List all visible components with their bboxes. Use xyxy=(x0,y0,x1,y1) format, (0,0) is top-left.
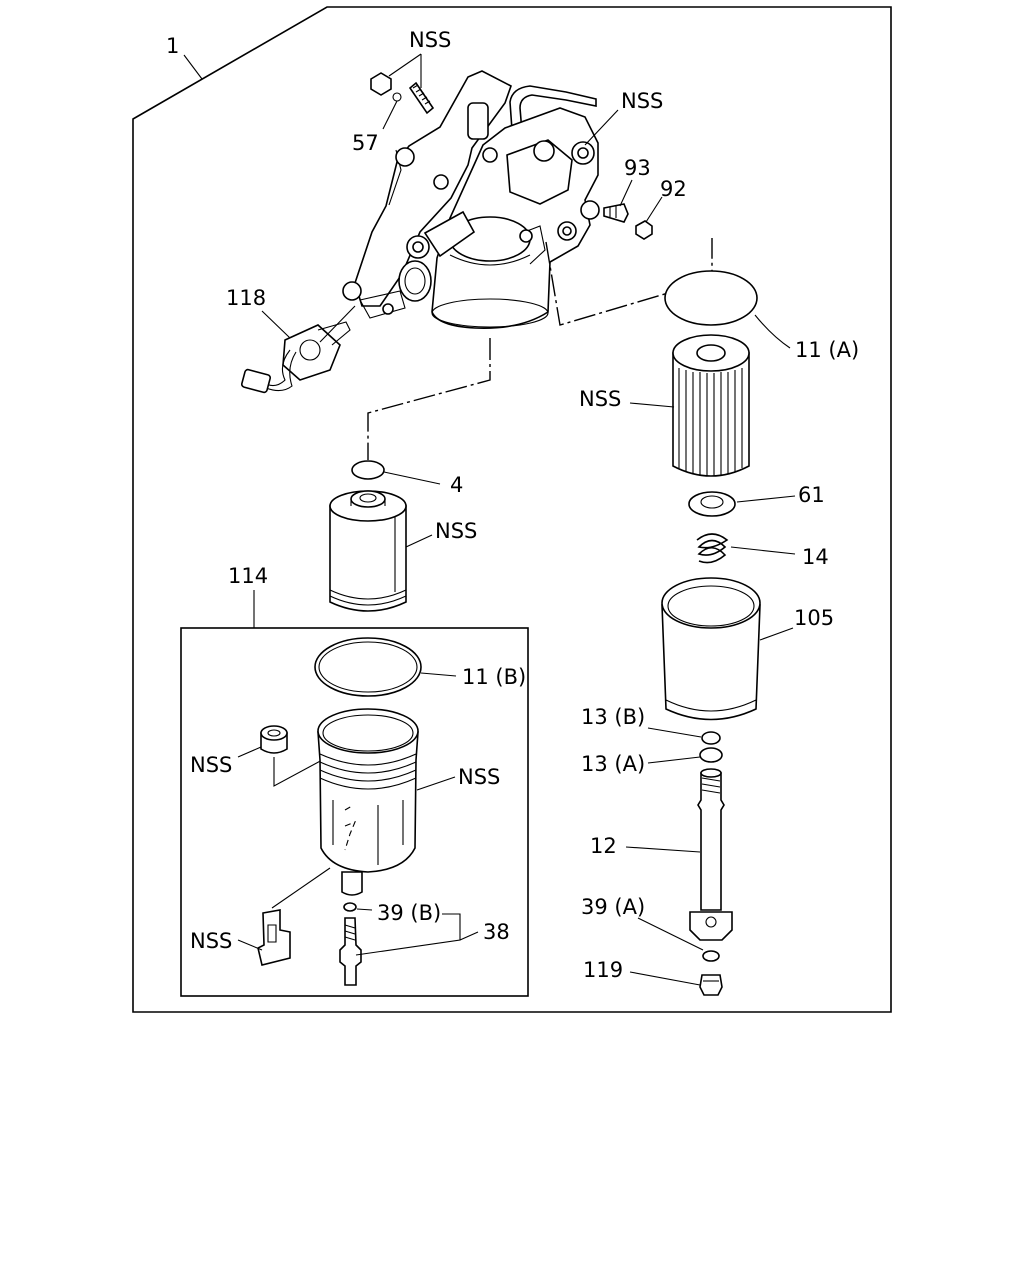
leader-nss-head xyxy=(584,109,619,146)
label-1: 1 xyxy=(166,34,179,58)
sensor-link xyxy=(271,867,331,909)
label-118: 118 xyxy=(226,286,266,310)
label-61: 61 xyxy=(798,483,825,507)
label-13a: 13 (A) xyxy=(581,752,645,776)
filter-head xyxy=(342,70,600,329)
leader-105 xyxy=(759,627,794,641)
label-11b: 11 (B) xyxy=(462,665,526,689)
cap-92 xyxy=(635,220,653,240)
sensor-harness-118 xyxy=(240,305,356,394)
leader-13a xyxy=(647,756,701,764)
label-39b: 39 (B) xyxy=(377,901,441,925)
o-ring-13a xyxy=(699,747,723,763)
label-92: 92 xyxy=(660,177,687,201)
nut-nss xyxy=(370,72,392,96)
leader-119 xyxy=(629,971,701,986)
filter-element-right xyxy=(672,334,750,477)
washer-39a xyxy=(702,950,720,962)
label-57: 57 xyxy=(352,131,379,155)
leader-4 xyxy=(383,471,441,485)
leader-1 xyxy=(183,54,203,80)
label-119: 119 xyxy=(583,958,623,982)
label-14: 14 xyxy=(802,545,829,569)
center-bolt-12 xyxy=(689,768,733,941)
leader-nss-elem-r xyxy=(629,402,675,408)
label-39a: 39 (A) xyxy=(581,895,645,919)
leader-nss-top-a xyxy=(388,53,422,77)
leader-92 xyxy=(645,196,663,223)
centerline-left xyxy=(367,338,491,460)
label-11a: 11 (A) xyxy=(795,338,859,362)
label-nss-head: NSS xyxy=(621,89,663,113)
leader-nss-sensor xyxy=(237,939,263,951)
plug-119 xyxy=(699,974,723,996)
sediment-bowl-nss xyxy=(317,708,419,896)
label-13b: 13 (B) xyxy=(581,705,645,729)
assembly-frame xyxy=(132,6,892,1013)
bowl-105 xyxy=(661,577,761,721)
stud-nss xyxy=(408,81,435,115)
seal-61 xyxy=(688,491,736,517)
leader-12 xyxy=(625,846,701,853)
o-ring-11b xyxy=(314,637,422,697)
centerline-right xyxy=(545,238,713,326)
label-nss-cap: NSS xyxy=(190,753,232,777)
spring-14 xyxy=(696,533,729,564)
label-93: 93 xyxy=(624,156,651,180)
drain-plug-38 xyxy=(339,917,362,986)
leader-57 xyxy=(382,100,398,130)
leader-nss-elem-l xyxy=(405,534,433,548)
label-nss-top: NSS xyxy=(409,28,451,52)
label-12: 12 xyxy=(590,834,617,858)
leader-39a xyxy=(637,917,704,951)
label-4: 4 xyxy=(450,473,463,497)
bracket-38 xyxy=(355,913,479,956)
leader-118 xyxy=(261,310,291,339)
leader-39b xyxy=(356,908,373,911)
label-114: 114 xyxy=(228,564,268,588)
leader-11a xyxy=(754,314,791,349)
leader-61 xyxy=(736,495,796,503)
leader-93 xyxy=(619,179,633,207)
sensor-nss xyxy=(257,909,291,966)
o-ring-11a xyxy=(664,270,758,326)
leader-nss-bowl xyxy=(416,776,456,791)
leader-nss-cap xyxy=(237,746,262,758)
cap-nss xyxy=(260,725,288,754)
label-nss-bowl: NSS xyxy=(458,765,500,789)
label-nss-elem-r: NSS xyxy=(579,387,621,411)
subassembly-114-frame xyxy=(180,627,529,997)
o-ring-13b xyxy=(701,731,721,745)
leader-14 xyxy=(730,546,796,555)
label-105: 105 xyxy=(794,606,834,630)
leader-11b xyxy=(420,672,457,677)
label-nss-sensor: NSS xyxy=(190,929,232,953)
leader-13b xyxy=(647,727,702,738)
o-ring-4 xyxy=(351,460,385,480)
label-38: 38 xyxy=(483,920,510,944)
washer-57 xyxy=(392,92,402,102)
washer-39b xyxy=(343,902,357,912)
filter-element-left xyxy=(329,490,407,612)
label-nss-elem-l: NSS xyxy=(435,519,477,543)
